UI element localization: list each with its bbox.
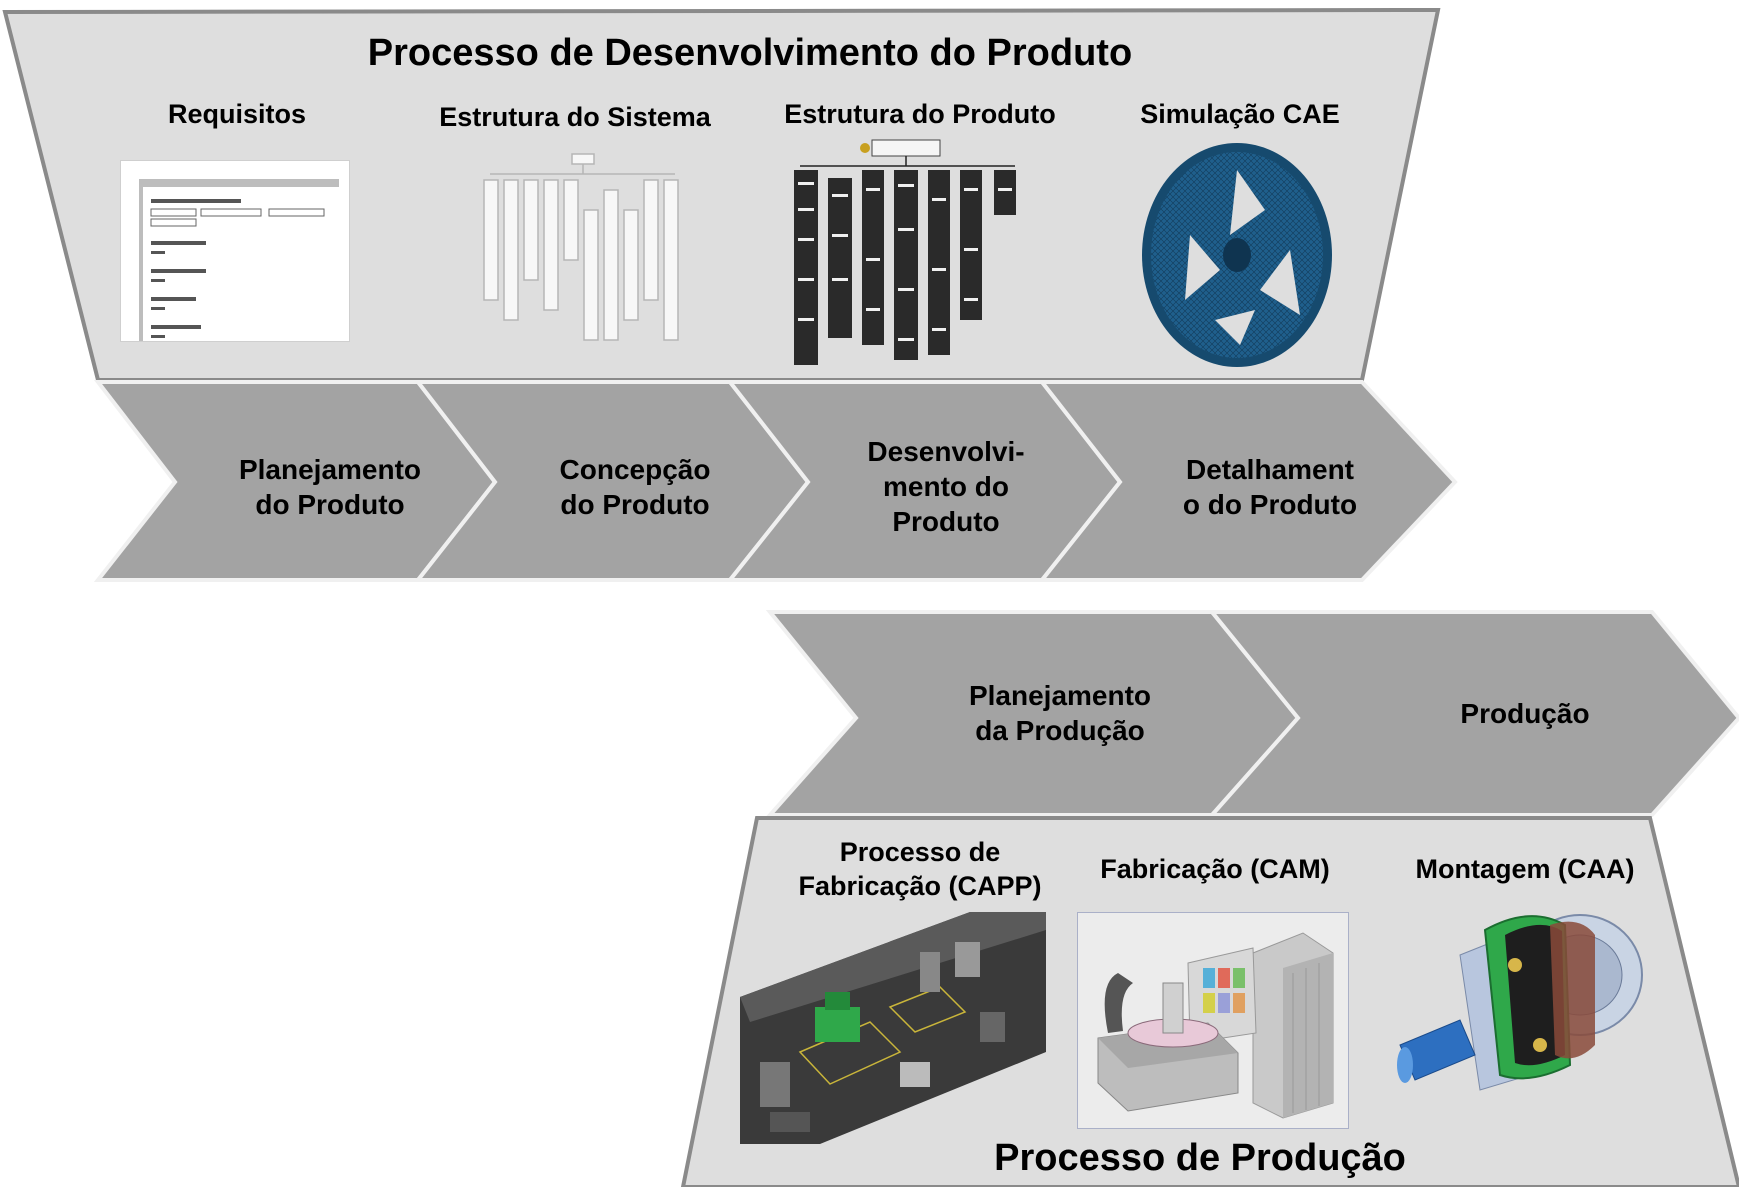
column-montagem-caa: Montagem (CAA) [1415,854,1635,884]
column-fabricacao-cam: Fabricação (CAM) [1100,854,1330,884]
stage-planejamento-producao: Planejamento da Produção [968,680,1152,746]
production-stage-arrows [765,610,1739,817]
requirements-document-icon [120,160,350,342]
development-title: Processo de Desenvolvimento do Produto [367,32,1133,74]
gear-mesh-icon [1140,140,1335,370]
column-estrutura-produto: Estrutura do Produto [784,99,1056,129]
production-arrow-2 [1207,610,1739,817]
production-title: Processo de Produção [994,1137,1406,1179]
cnc-machine-icon [1077,912,1349,1129]
stage-arrow-4 [1037,380,1458,582]
stage-desenvolvimento-produto: Desenvolvi- mento do Produto [867,436,1025,537]
stage-planejamento-produto: Planejamento do Produto [238,454,422,520]
column-processo-fabricacao: Processo de Fabricação (CAPP) [798,837,1042,901]
column-simulacao-cae: Simulação CAE [1140,99,1340,129]
column-estrutura-sistema: Estrutura do Sistema [439,102,711,132]
column-requisitos: Requisitos [167,99,307,129]
development-stage-arrows [93,380,1458,582]
stage-producao: Produção [1460,698,1590,729]
factory-layout-icon [740,912,1046,1144]
product-tree-diagram-icon [790,138,1030,368]
stage-concepcao-produto: Concepção do Produto [559,454,711,520]
assembly-part-icon [1390,895,1670,1115]
system-tree-diagram-icon [480,150,685,345]
stage-detalhamento-produto: Detalhament o do Produto [1182,454,1358,520]
